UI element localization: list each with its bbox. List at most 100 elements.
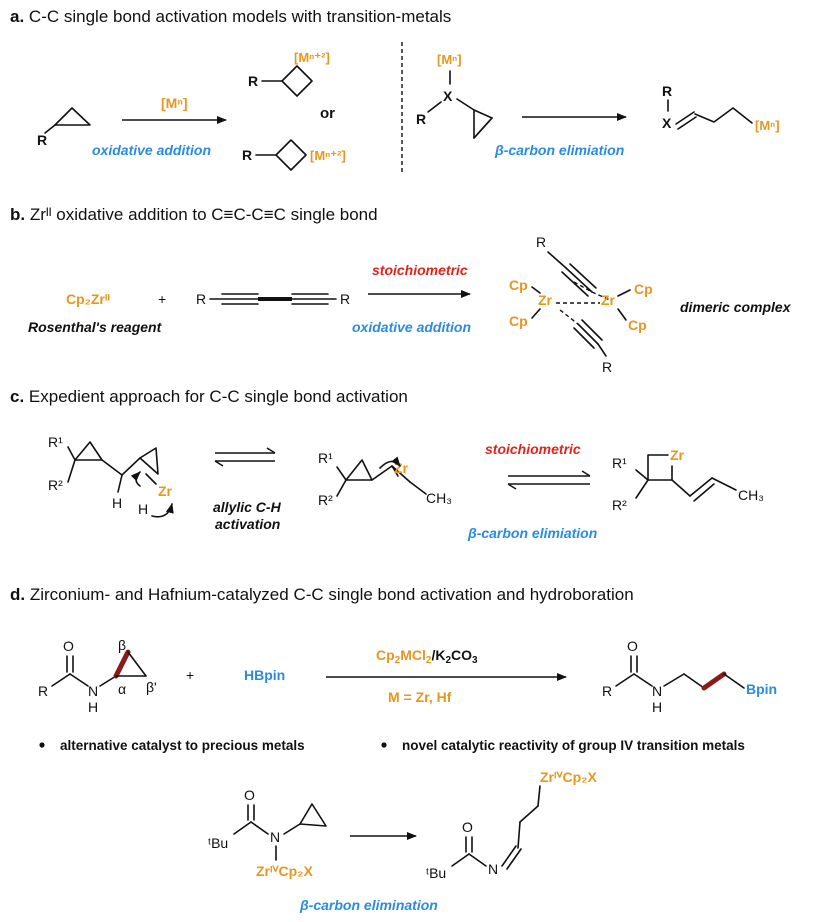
nitrogen-label: N xyxy=(488,861,498,877)
cp-ligand: Cp xyxy=(509,277,528,293)
cyclopropane-reactant: R xyxy=(37,107,91,148)
bullet-dot xyxy=(39,742,45,748)
metal-reagent: [Mⁿ] xyxy=(161,95,188,111)
nitrogen-label: N xyxy=(88,683,98,699)
oxygen-label: O xyxy=(244,787,255,803)
mechanism-label-d: β-carbon elimination xyxy=(299,897,438,913)
tbu-label: ᵗBu xyxy=(426,865,446,881)
oxygen-label: O xyxy=(462,819,473,835)
metallacyclobutane-top: R [Mⁿ⁺²] xyxy=(248,50,330,97)
methyl-label: CH₃ xyxy=(738,487,764,503)
dimeric-complex: R Cp Zr Cp Zr Cp Cp R xyxy=(509,234,653,375)
hbpin-reagent: HBpin xyxy=(244,667,285,683)
imidate-zirconium-product: O ᵗBu N ZrᴵⱽCp₂X xyxy=(426,769,597,881)
mechanism-label-c: β-carbon elimiation xyxy=(467,525,597,541)
metal-product: [Mⁿ⁺²] xyxy=(310,148,346,163)
section-b-heading: b. Zrᴵᴵ oxidative addition to C≡C-C≡C si… xyxy=(10,205,378,224)
diyne-r-right: R xyxy=(340,291,350,307)
step-label-line2: activation xyxy=(215,516,280,532)
h-atom: H xyxy=(138,501,148,517)
equilibrium-arrows-1 xyxy=(214,447,276,467)
bullet-text-2: novel catalytic reactivity of group IV t… xyxy=(402,738,745,753)
zirconacyclobutane-product: R¹ R² Zr CH₃ xyxy=(612,447,764,513)
cyclopropyl-x-metal: [Mⁿ] X R xyxy=(416,52,493,139)
metal-product: [Mⁿ⁺²] xyxy=(294,50,330,65)
or-label: or xyxy=(320,105,335,122)
section-c-heading: c. Expedient approach for C-C single bon… xyxy=(10,387,408,406)
catalyst-label: Cp2MCl2/K2CO3 xyxy=(376,647,478,666)
r1-label: R¹ xyxy=(48,434,63,450)
r2-label: R² xyxy=(318,492,333,508)
r-top: R xyxy=(536,234,546,250)
section-a-heading: a. C-C single bond activation models wit… xyxy=(10,7,451,26)
plus-sign: + xyxy=(158,291,166,307)
alkylmetal-product: R X [Mⁿ] xyxy=(662,83,780,133)
substituent-r: R xyxy=(662,83,672,99)
r2-label: R² xyxy=(612,497,627,513)
x-atom: X xyxy=(443,88,453,104)
substituent-r: R xyxy=(416,111,426,127)
r-label: R xyxy=(602,683,612,699)
h-atom: H xyxy=(112,495,122,511)
section-a: a. C-C single bond activation models wit… xyxy=(10,7,780,172)
beta-prime-label: β' xyxy=(146,679,157,695)
nitrogen-label: N xyxy=(652,683,662,699)
r2-label: R² xyxy=(48,477,63,493)
substituent-r: R xyxy=(242,147,252,163)
zr-complex-label: ZrᴵⱽCp₂X xyxy=(256,863,313,879)
methyl-label: CH₃ xyxy=(426,490,452,506)
section-d-heading: d. Zirconium- and Hafnium-catalyzed C-C … xyxy=(10,585,634,604)
h-label: H xyxy=(652,699,662,715)
bpin-group: Bpin xyxy=(746,681,777,697)
r1-label: R¹ xyxy=(318,450,333,466)
h-label: H xyxy=(88,699,98,715)
r1-label: R¹ xyxy=(612,455,627,471)
hydroborated-product: O R N H Bpin xyxy=(602,638,777,715)
substituent-r: R xyxy=(37,132,47,148)
section-b: b. Zrᴵᴵ oxidative addition to C≡C-C≡C si… xyxy=(10,205,792,375)
cyclopropyl-amide: O R N H β α β' xyxy=(38,637,157,715)
bullet-dot xyxy=(381,742,387,748)
cp-ligand: Cp xyxy=(634,281,653,297)
zr-center-left: Zr xyxy=(538,292,553,308)
tbu-label: ᵗBu xyxy=(208,835,228,851)
dimeric-complex-label: dimeric complex xyxy=(680,299,792,315)
zirconocene-reagent: Cp₂Zrᴵᴵ xyxy=(66,291,110,307)
step-label-line1: allylic C-H xyxy=(213,499,282,515)
condition-stoichiometric: stoichiometric xyxy=(372,262,468,278)
metallacyclobutane-bottom: R [Mⁿ⁺²] xyxy=(242,139,346,171)
reagent-name: Rosenthal's reagent xyxy=(28,319,163,335)
zr-complex-label: ZrᴵⱽCp₂X xyxy=(540,769,597,785)
metal-product-right: [Mⁿ] xyxy=(755,118,780,133)
mechanism-label-beta: β-carbon elimiation xyxy=(494,142,624,158)
beta-label: β xyxy=(118,637,126,653)
substituent-r: R xyxy=(248,73,258,89)
diyne: R R xyxy=(196,291,350,307)
diyne-r-left: R xyxy=(196,291,206,307)
zirconium-amide-intermediate: O ᵗBu N ZrᴵⱽCp₂X xyxy=(208,787,327,879)
r-bottom: R xyxy=(602,359,612,375)
x-atom: X xyxy=(662,115,672,131)
alpha-label: α xyxy=(118,681,126,697)
mechanism-label-b: oxidative addition xyxy=(352,319,471,335)
condition-stoichiometric: stoichiometric xyxy=(485,441,581,457)
bullet-text-1: alternative catalyst to precious metals xyxy=(60,738,305,753)
zr-center-right: Zr xyxy=(601,292,616,308)
metals-label: M = Zr, Hf xyxy=(388,689,452,705)
zr-center: Zr xyxy=(670,447,685,463)
zr-center: Zr xyxy=(158,483,173,499)
equilibrium-arrows-2 xyxy=(507,470,591,490)
section-d: d. Zirconium- and Hafnium-catalyzed C-C … xyxy=(10,585,777,913)
mechanism-label-oa: oxidative addition xyxy=(92,142,211,158)
oxygen-label: O xyxy=(627,638,638,654)
oxygen-label: O xyxy=(63,638,74,654)
allyl-zirconium-reactant: R¹ R² H H Zr xyxy=(48,434,174,518)
cp-ligand: Cp xyxy=(509,313,528,329)
cp-ligand: Cp xyxy=(628,317,647,333)
nitrogen-label: N xyxy=(270,829,280,845)
zirconacyclopropane-intermediate: R¹ R² Zr CH₃ xyxy=(318,450,452,508)
section-c: c. Expedient approach for C-C single bon… xyxy=(10,387,764,541)
r-label: R xyxy=(38,683,48,699)
plus-sign: + xyxy=(186,667,194,683)
